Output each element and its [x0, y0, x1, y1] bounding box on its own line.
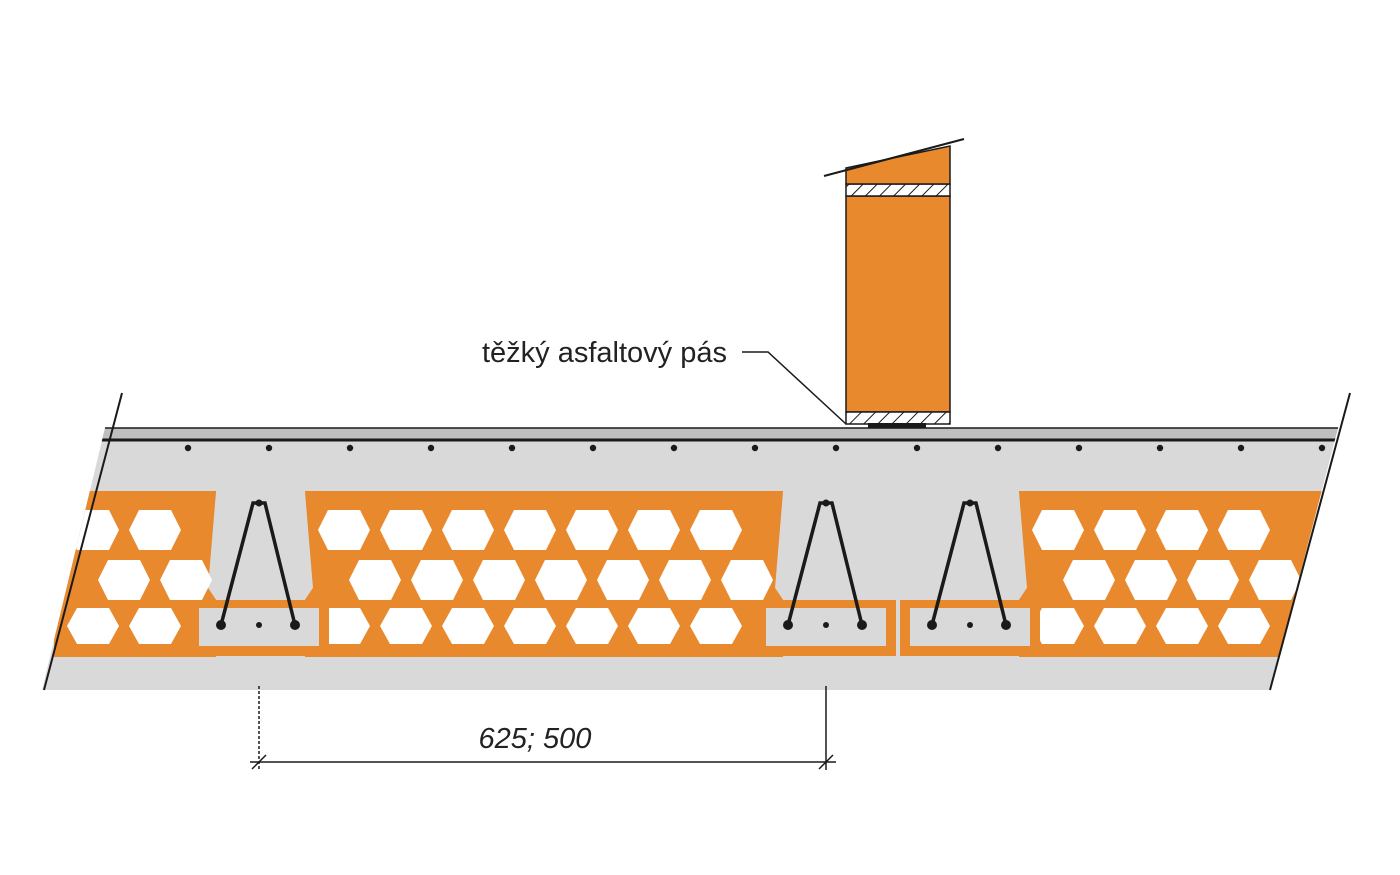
mesh-bar: [346, 444, 354, 452]
mesh-bar: [589, 444, 597, 452]
break-line-left: [43, 392, 123, 691]
block-cell: [1187, 560, 1239, 600]
beam-shoe: [189, 600, 329, 656]
girder-bar: [216, 620, 226, 630]
block-cell: [473, 560, 525, 600]
girder-bar: [927, 620, 937, 630]
block-cell: [1249, 560, 1301, 600]
mesh-bar: [751, 444, 759, 452]
mesh-bar: [670, 444, 678, 452]
block-cell: [628, 608, 680, 644]
block-cell: [690, 510, 742, 550]
ceramic-block: [53, 491, 217, 657]
mesh-bar: [265, 444, 273, 452]
block-cell: [597, 560, 649, 600]
beam: [189, 499, 329, 656]
mesh-bar: [184, 444, 192, 452]
girder-bar: [823, 622, 829, 628]
asphalt-strip: [868, 423, 926, 428]
wall-bed-mortar: [845, 411, 951, 425]
block-cell: [98, 560, 150, 600]
block-cell: [129, 608, 181, 644]
girder-bar: [783, 620, 793, 630]
block-cell: [1156, 510, 1208, 550]
dimension-tick-left: [251, 754, 267, 770]
block-cell: [442, 608, 494, 644]
girder-bar: [857, 620, 867, 630]
mesh-bar: [1237, 444, 1245, 452]
girder-bar: [967, 622, 973, 628]
beam-shoe: [756, 600, 896, 656]
mesh-bar: [508, 444, 516, 452]
slab-top-band: [42, 428, 1338, 440]
block-cell: [659, 560, 711, 600]
beam: [900, 499, 1040, 656]
block-cell: [504, 510, 556, 550]
block-cell: [380, 608, 432, 644]
mesh-bar: [913, 444, 921, 452]
block-cell: [67, 608, 119, 644]
girder-bar: [966, 499, 974, 507]
block-cell: [721, 560, 773, 600]
block-cell: [349, 560, 401, 600]
ceramic-block: [304, 491, 784, 657]
callout: těžký asfaltový pás: [482, 337, 847, 425]
block-cell: [1094, 608, 1146, 644]
block-cell: [1032, 608, 1084, 644]
dimension-label: 625; 500: [479, 723, 592, 755]
ceiling-inserts: [53, 491, 1332, 657]
block-cell: [1125, 560, 1177, 600]
block-cell: [566, 510, 618, 550]
block-cell: [318, 608, 370, 644]
block-cell: [318, 510, 370, 550]
block-cell: [1063, 560, 1115, 600]
mesh-bar: [832, 444, 840, 452]
block-cell: [690, 608, 742, 644]
callout-leader: [742, 351, 847, 425]
wall-brick: [845, 195, 951, 413]
girder-bar: [256, 622, 262, 628]
mesh-bar: [994, 444, 1002, 452]
block-cell: [1218, 510, 1270, 550]
block-cell: [535, 560, 587, 600]
girder-bar: [255, 499, 263, 507]
block-cell: [1156, 608, 1208, 644]
beam: [756, 499, 896, 656]
girder-bar: [1001, 620, 1011, 630]
wall-top-brick: [845, 145, 951, 185]
mesh-bars: [184, 444, 1326, 452]
wall-top-mortar: [845, 183, 951, 197]
dimension-tick-right: [818, 754, 834, 770]
beam-shoe: [900, 600, 1040, 656]
mesh-bar: [1075, 444, 1083, 452]
block-cell: [129, 510, 181, 550]
block-cell: [160, 560, 212, 600]
block-cell: [1094, 510, 1146, 550]
block-cell: [1032, 510, 1084, 550]
block-cell: [628, 510, 680, 550]
ceiling-beams: [189, 499, 1040, 656]
block-cell: [411, 560, 463, 600]
girder-bar: [822, 499, 830, 507]
block-cell: [566, 608, 618, 644]
block-cell: [67, 510, 119, 550]
block-cell: [442, 510, 494, 550]
brick-wall: [823, 138, 965, 428]
girder-bar: [290, 620, 300, 630]
callout-label: těžký asfaltový pás: [482, 337, 727, 369]
floor-section: [42, 428, 1338, 690]
wall-break-line: [823, 138, 965, 177]
block-cell: [1218, 608, 1270, 644]
mesh-bar: [427, 444, 435, 452]
mesh-bar: [1318, 444, 1326, 452]
dimension: 625; 500: [250, 686, 836, 770]
block-cell: [504, 608, 556, 644]
mesh-bar: [1156, 444, 1164, 452]
ceramic-block: [1018, 491, 1332, 657]
break-line-right: [1269, 392, 1351, 691]
block-cell: [380, 510, 432, 550]
